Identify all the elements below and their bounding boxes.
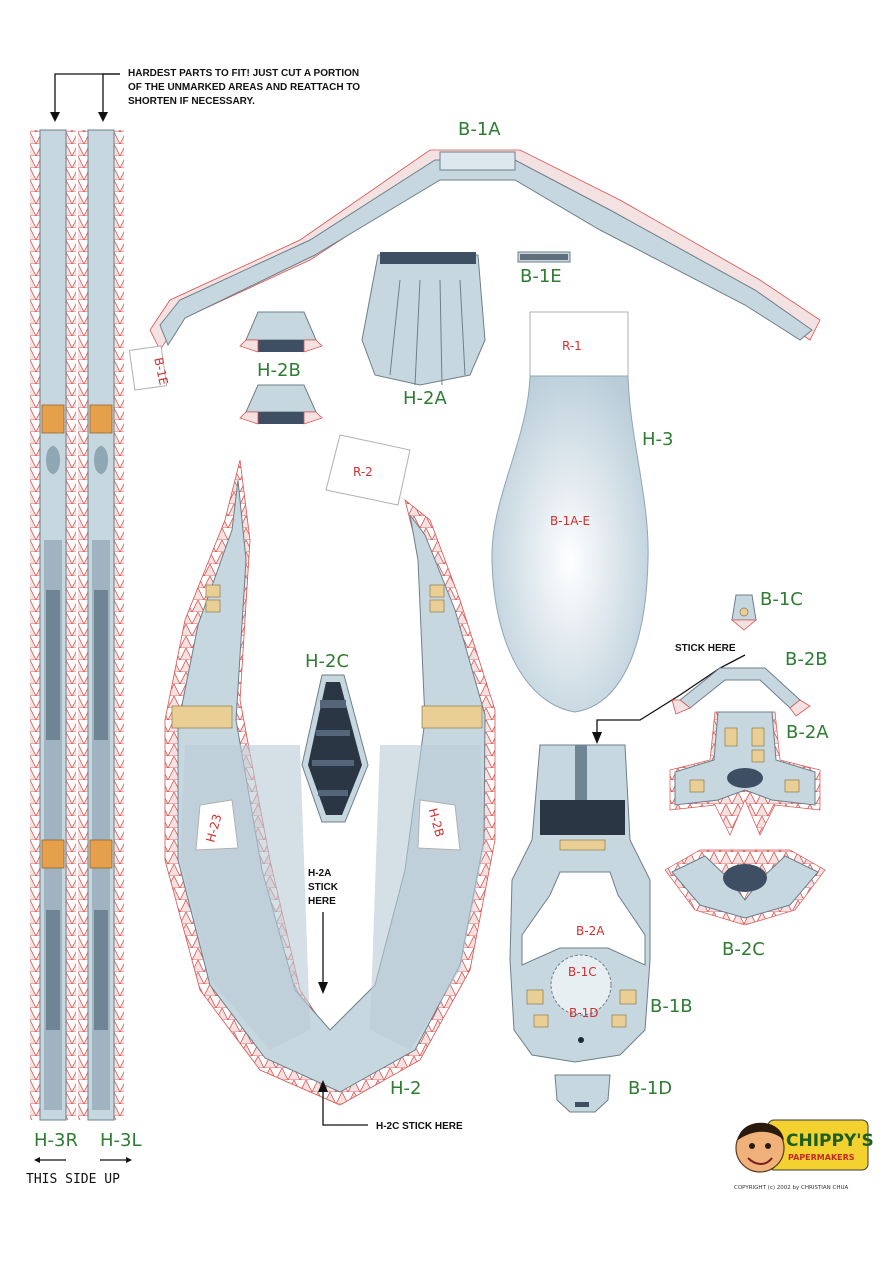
note-line-3: SHORTEN IF NECESSARY. xyxy=(128,96,255,107)
label-h2: H-2 xyxy=(390,1078,421,1099)
part-b1d xyxy=(554,1074,611,1113)
part-b1c xyxy=(730,594,758,631)
h2a-stick-note: H-2A STICK HERE xyxy=(308,868,339,994)
part-h3-pod xyxy=(491,311,649,713)
hardest-parts-note: HARDEST PARTS TO FIT! JUST CUT A PORTION… xyxy=(50,68,360,122)
part-b2a xyxy=(669,711,821,836)
h2a-stick-line-1: H-2A xyxy=(308,868,331,879)
part-h2b-top xyxy=(239,311,323,353)
chippys-logo: CHIPPY'S PAPERMAKERS COPYRIGHT (c) 2002 … xyxy=(734,1119,874,1191)
part-h2b-bottom xyxy=(239,384,323,425)
label-b1a: B-1A xyxy=(458,119,501,140)
label-b1b: B-1B xyxy=(650,996,693,1017)
note-arrow-right xyxy=(102,73,120,118)
label-h3l: H-3L xyxy=(100,1130,142,1151)
label-b2a-inner: B-2A xyxy=(576,924,605,938)
h2c-stick-text: H-2C STICK HERE xyxy=(376,1121,463,1132)
label-b1ae: B-1A-E xyxy=(550,514,590,528)
label-h2a: H-2A xyxy=(403,388,447,409)
stick-here-text: STICK HERE xyxy=(675,643,736,654)
label-r2: R-2 xyxy=(353,465,373,479)
h2c-stick-note: H-2C STICK HERE xyxy=(318,1080,463,1132)
label-b1c: B-1C xyxy=(760,589,803,610)
label-b1d: B-1D xyxy=(628,1078,672,1099)
label-b2c: B-2C xyxy=(722,939,765,960)
this-side-up-text: THIS SIDE UP xyxy=(26,1172,120,1187)
part-b2b xyxy=(671,667,811,717)
part-b2c xyxy=(664,849,826,926)
h2a-stick-line-3: HERE xyxy=(308,896,336,907)
label-r1: R-1 xyxy=(562,339,582,353)
label-b1e-tab: B-1E xyxy=(151,356,170,386)
label-b1e: B-1E xyxy=(520,266,562,287)
note-arrow-left xyxy=(54,73,120,118)
label-b1d-inner: B-1D xyxy=(569,1006,598,1020)
label-b1c-inner: B-1C xyxy=(568,965,597,979)
label-b2a: B-2A xyxy=(786,722,829,743)
part-h3r-strip xyxy=(30,129,76,1121)
label-h3: H-3 xyxy=(642,429,673,450)
part-h3l-strip xyxy=(78,129,124,1121)
part-b1b xyxy=(509,744,651,1063)
copyright-text: COPYRIGHT (c) 2002 by CHRISTIAN CHUA xyxy=(734,1185,848,1191)
label-b2b: B-2B xyxy=(785,649,828,670)
label-h2c: H-2C xyxy=(305,651,349,672)
part-h2c xyxy=(301,674,369,823)
note-line-2: OF THE UNMARKED AREAS AND REATTACH TO xyxy=(128,82,360,93)
note-line-1: HARDEST PARTS TO FIT! JUST CUT A PORTION xyxy=(128,68,359,79)
part-b1e xyxy=(517,251,571,263)
this-side-up-arrows xyxy=(34,1157,132,1163)
part-h2-horseshoe xyxy=(164,459,496,1106)
label-h3r: H-3R xyxy=(34,1130,78,1151)
part-b1a-arch: B-1E xyxy=(128,149,821,391)
h2a-stick-line-2: STICK xyxy=(308,882,339,893)
label-h2b: H-2B xyxy=(257,360,301,381)
logo-name: CHIPPY'S xyxy=(786,1131,874,1151)
part-h2a xyxy=(361,252,486,386)
logo-sub: PAPERMAKERS xyxy=(788,1153,855,1162)
part-r2 xyxy=(325,434,411,506)
stick-here-note: STICK HERE xyxy=(592,643,746,744)
